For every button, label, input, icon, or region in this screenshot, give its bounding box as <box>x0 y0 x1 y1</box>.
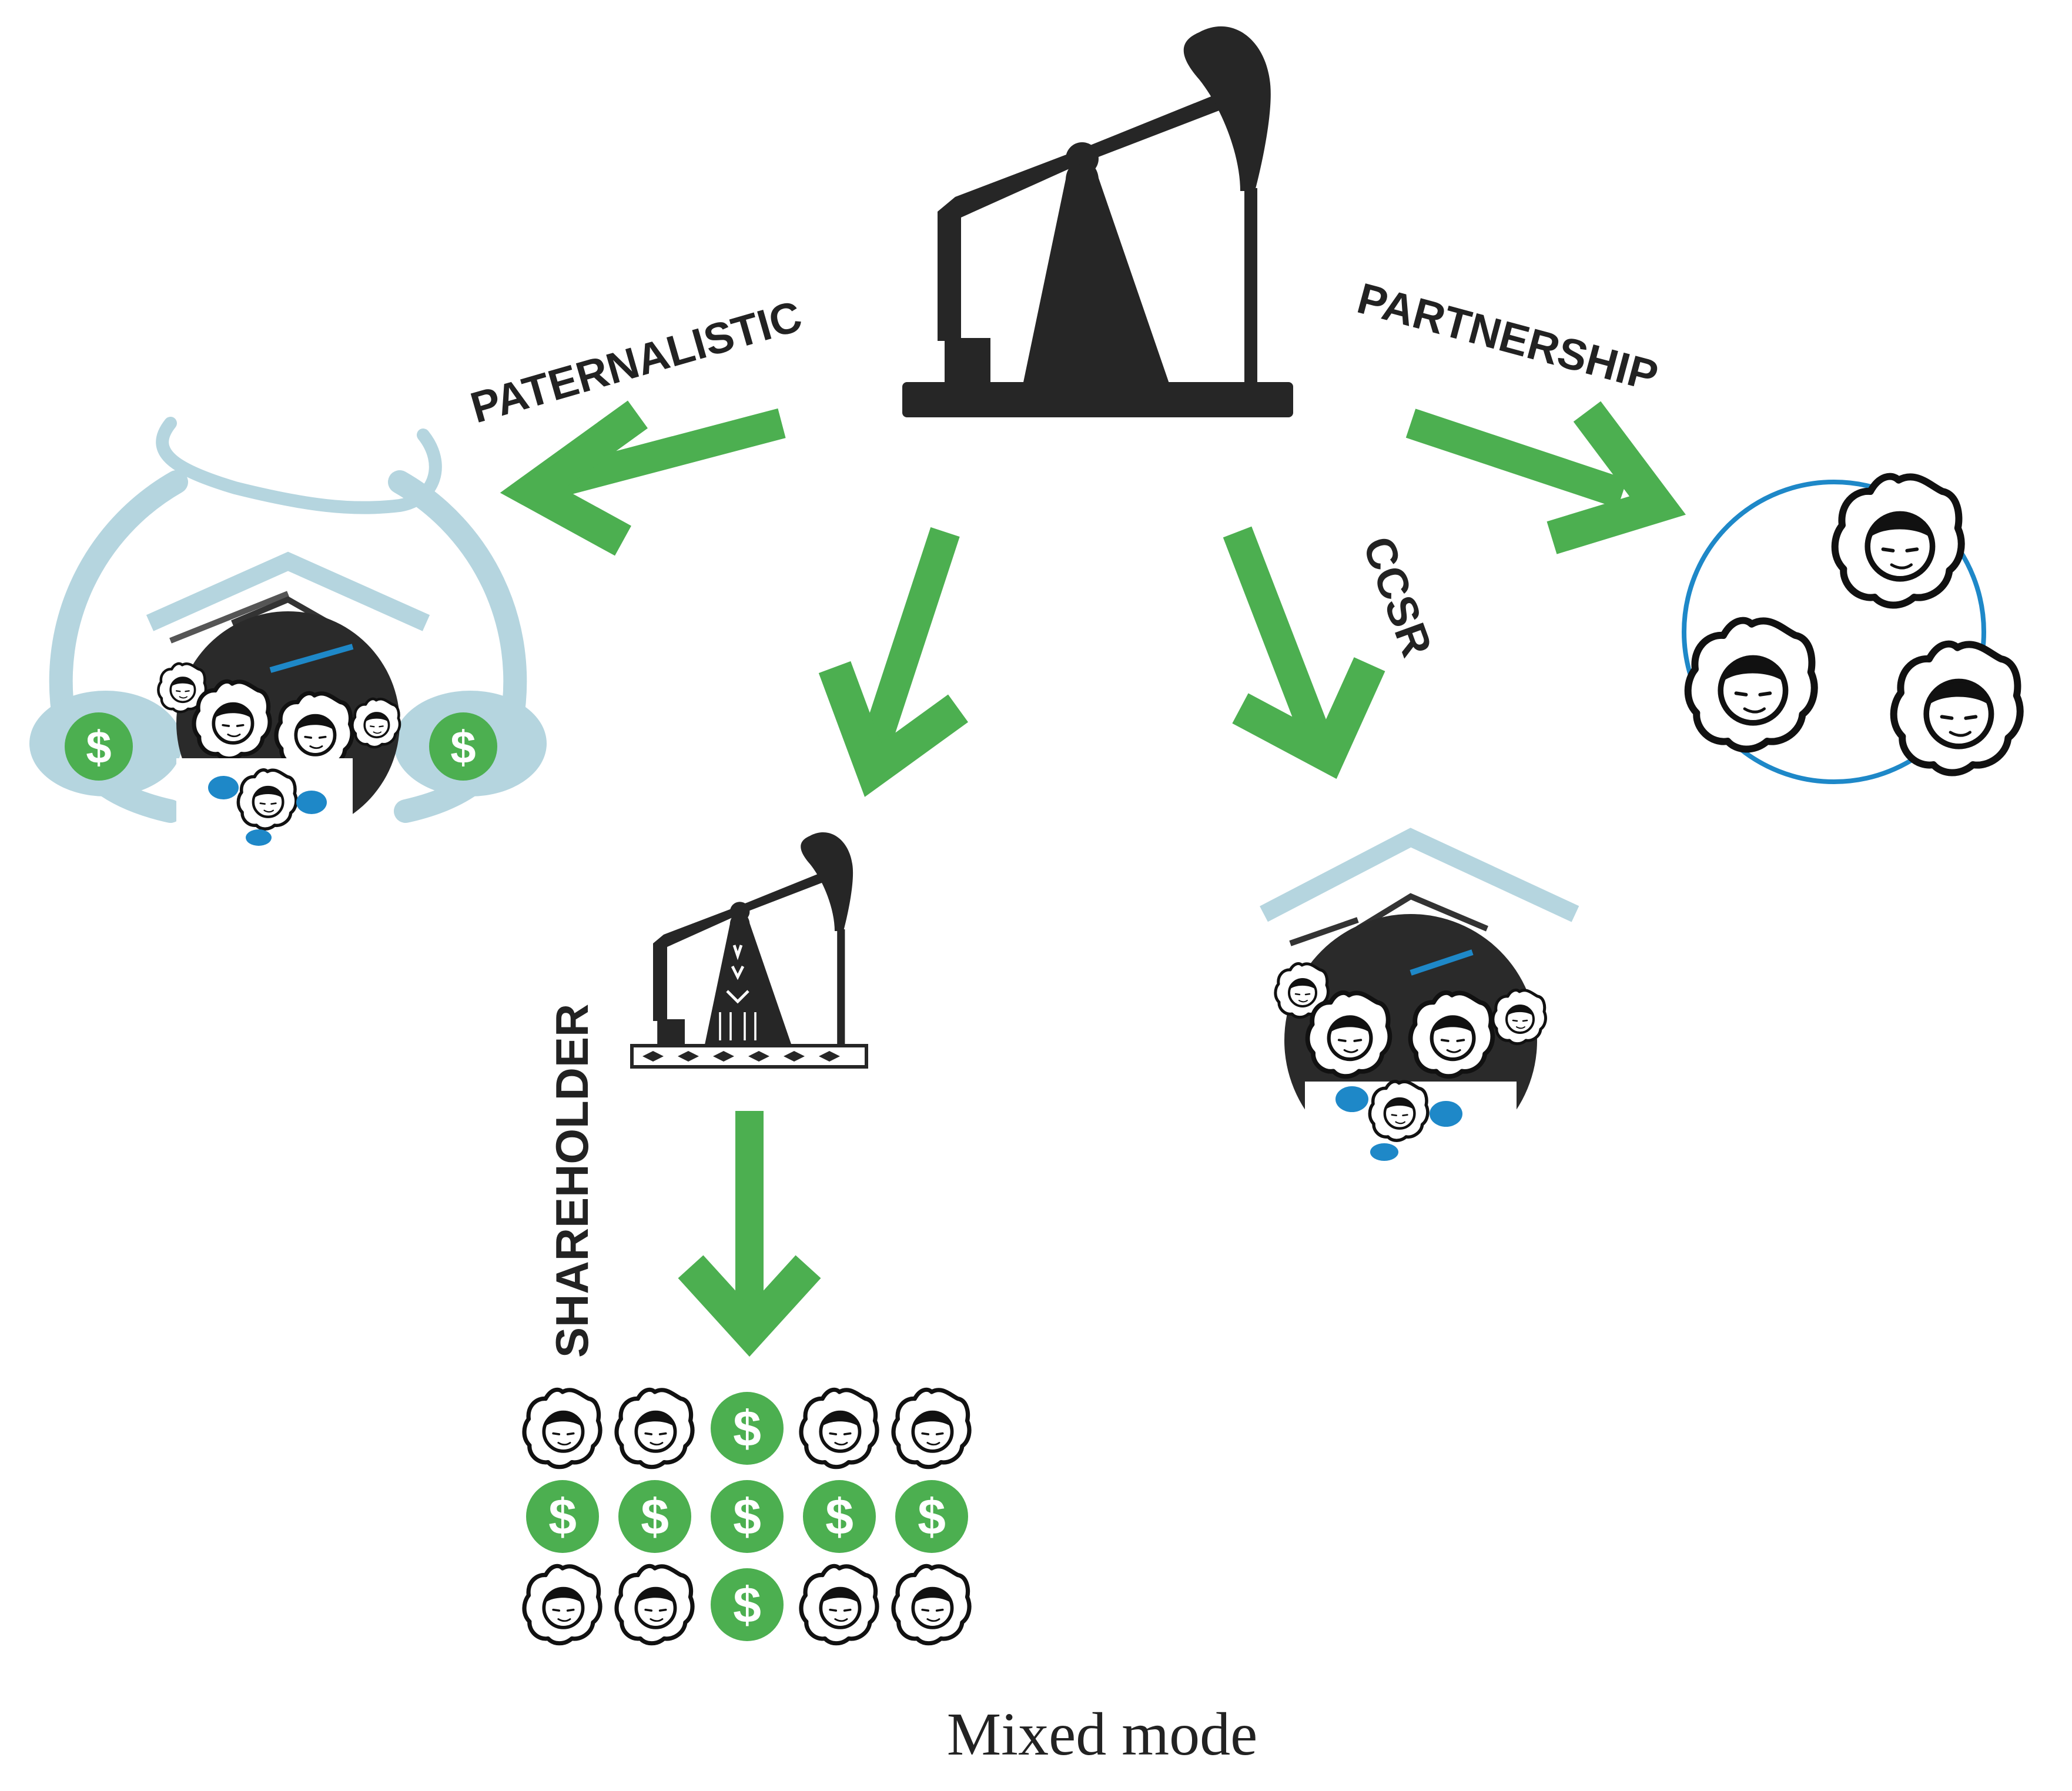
arrow-shareholder-down <box>818 527 969 797</box>
arrow-paternalistic <box>500 400 786 556</box>
dollar-coin-icon: $ <box>618 1480 691 1553</box>
dollar-sign: $ <box>548 1489 577 1545</box>
arrow-partnership <box>1405 401 1686 554</box>
label-paternalistic: PATERNALISTIC <box>466 291 807 432</box>
shareholder-person-icon <box>893 1566 969 1643</box>
dollar-sign: $ <box>641 1489 669 1545</box>
shareholder-person-icon <box>801 1390 877 1467</box>
main-pumpjack-icon <box>902 26 1293 417</box>
paternalistic-coin-right: $ <box>429 712 497 781</box>
dollar-coin-icon: $ <box>895 1480 968 1553</box>
shareholder-person-icon <box>524 1390 600 1467</box>
dollar-coin-icon: $ <box>803 1480 876 1553</box>
svg-text:$: $ <box>86 721 111 773</box>
paternalistic-coin-left: $ <box>65 712 133 781</box>
label-ccsr: CCSR <box>1354 530 1442 662</box>
dollar-sign: $ <box>825 1489 853 1545</box>
shareholder-pumpjack-icon <box>630 832 869 1069</box>
shareholder-grid: $ $ $ $ $ $ $ <box>524 1390 969 1643</box>
shareholder-person-icon <box>617 1390 692 1467</box>
shareholder-person-icon <box>801 1566 877 1643</box>
dollar-sign: $ <box>733 1489 761 1545</box>
shareholder-person-icon <box>893 1390 969 1467</box>
dollar-sign: $ <box>733 1401 761 1457</box>
dollar-coin-icon: $ <box>711 1480 784 1553</box>
partnership-circle-illustration <box>1682 477 2020 784</box>
shareholder-person-icon <box>524 1566 600 1643</box>
dollar-coin-icon: $ <box>711 1392 784 1465</box>
dollar-sign: $ <box>733 1577 761 1633</box>
dollar-coin-icon: $ <box>526 1480 599 1553</box>
svg-text:$: $ <box>450 721 476 773</box>
ccsr-community-illustration <box>1260 828 1579 1170</box>
paternalistic-community-illustration <box>158 591 400 846</box>
label-partnership: PARTNERSHIP <box>1353 273 1663 400</box>
dollar-sign: $ <box>918 1489 946 1545</box>
dollar-coin-icon: $ <box>711 1568 784 1641</box>
arrow-to-shareholders <box>678 1111 821 1357</box>
label-shareholder: SHAREHOLDER <box>546 1004 598 1358</box>
shareholder-person-icon <box>617 1566 692 1643</box>
caption: Mixed mode <box>947 1700 1258 1768</box>
arrow-ccsr <box>1223 526 1385 779</box>
